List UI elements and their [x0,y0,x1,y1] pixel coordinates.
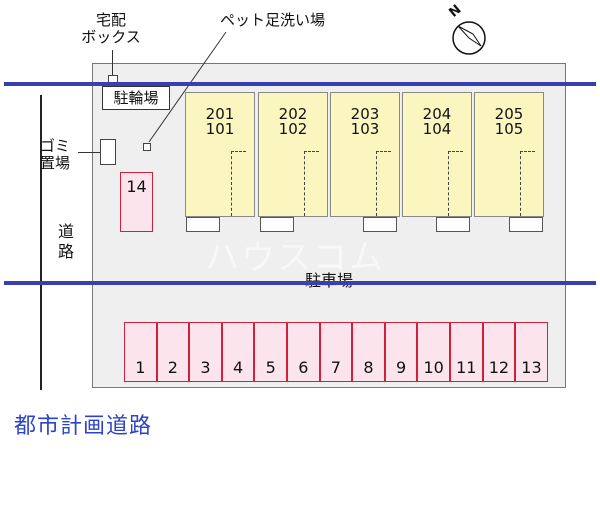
compass-icon [452,21,486,55]
garbage-label: ゴミ 置場 [40,137,71,172]
parking-space-13: 13 [515,322,548,382]
balcony-outline [376,151,391,216]
parking-space-3: 3 [189,322,222,382]
bike-parking: 駐輪場 [102,86,170,110]
unit-lower-number: 102 [278,120,308,138]
unit-upper-number: 202 [278,105,308,123]
unit-upper-number: 205 [494,105,524,123]
balcony-outline [231,151,246,216]
parking-space-9: 9 [384,322,418,382]
parking-space-10: 10 [417,322,450,382]
watermark: ハウスコム [205,238,385,278]
unit-lower-number: 104 [422,120,452,138]
entry-box [509,217,543,232]
parking-space-6: 6 [287,322,320,382]
parking-space-8: 8 [352,322,385,382]
pet-wash-icon [143,143,151,151]
pet-wash-label: ペット足洗い場 [220,11,326,29]
delivery-box-leader [112,50,113,75]
parking-space-2: 2 [156,322,190,382]
entry-box [260,217,294,232]
road-edge-line [40,95,42,390]
garbage-leader [78,152,100,153]
unit-lower-number: 101 [205,120,235,138]
parking-space-5: 5 [254,322,287,382]
boundary-line-top [4,82,596,86]
road-label: 道 路 [58,222,75,261]
garbage-area [100,139,116,165]
entry-box [436,217,470,232]
parking-space-1: 1 [124,322,157,382]
city-planning-road-label: 都市計画道路 [14,414,153,439]
pet-wash-leader [148,31,227,143]
unit-lower-number: 105 [494,120,524,138]
unit-lower-number: 103 [350,120,380,138]
parking-space-7: 7 [319,322,353,382]
parking-space-12: 12 [482,322,516,382]
parking-space-4: 4 [221,322,255,382]
entry-box [363,217,397,232]
balcony-outline [304,151,319,216]
delivery-box-label: 宅配 ボックス [81,11,141,46]
parking-space-11: 11 [450,322,483,382]
unit-upper-number: 204 [422,105,452,123]
parking-space-14: 14 [120,172,153,232]
unit-upper-number: 203 [350,105,380,123]
unit-upper-number: 201 [205,105,235,123]
balcony-outline [448,151,463,216]
balcony-outline [520,151,535,216]
boundary-line-bottom [4,281,596,285]
entry-box [186,217,220,232]
